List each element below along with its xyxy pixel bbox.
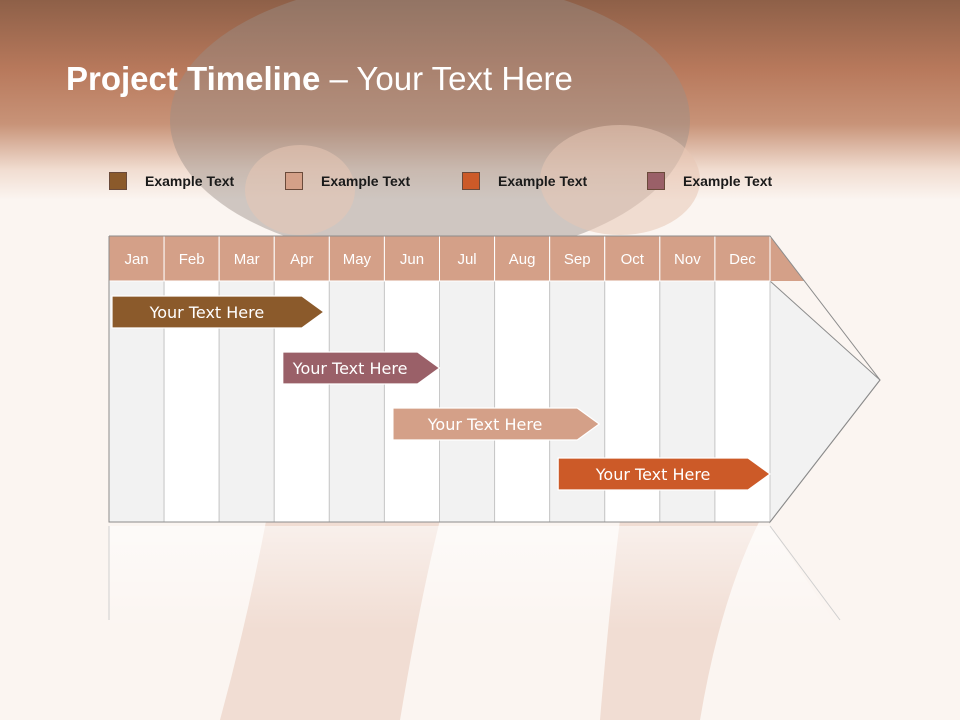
- month-header-cell: [108, 235, 165, 282]
- month-label: Oct: [621, 251, 645, 268]
- title-bold: Project Timeline: [66, 60, 321, 97]
- task-label: Your Text Here: [149, 303, 265, 322]
- month-header-cell: [659, 235, 716, 282]
- month-label: Aug: [509, 251, 536, 268]
- month-column: [439, 280, 496, 523]
- month-column: [494, 280, 551, 523]
- month-label: Dec: [729, 251, 756, 268]
- task-bar: [111, 295, 325, 329]
- month-header-cell: [328, 235, 385, 282]
- month-label: Apr: [290, 251, 313, 268]
- month-column: [328, 280, 385, 523]
- legend-item: Example Text: [647, 170, 772, 192]
- month-column: [383, 280, 440, 523]
- header-band: [0, 0, 960, 200]
- task-bar: [557, 457, 772, 491]
- photo-right-hand: [540, 125, 700, 235]
- reflection-edge: [769, 525, 841, 621]
- legend-item: Example Text: [285, 170, 410, 192]
- month-label: May: [343, 251, 372, 268]
- task-label: Your Text Here: [595, 465, 711, 484]
- legend-swatch: [109, 172, 127, 190]
- month-header-cell: [714, 235, 771, 282]
- page-title: Project Timeline – Your Text Here: [66, 60, 573, 98]
- legend-label: Example Text: [321, 173, 411, 189]
- chart-outline: [108, 235, 881, 523]
- legend-label: Example Text: [498, 173, 588, 189]
- legend-item: Example Text: [109, 170, 234, 192]
- month-label: Jul: [457, 251, 476, 268]
- month-label: Nov: [674, 251, 701, 268]
- task-label: Your Text Here: [427, 415, 543, 434]
- legend-item: Example Text: [462, 170, 587, 192]
- month-label: Jun: [400, 251, 424, 268]
- title-rest: – Your Text Here: [320, 60, 573, 97]
- task-label: Your Text Here: [292, 359, 408, 378]
- task-bar: [282, 351, 441, 385]
- legend-label: Example Text: [683, 173, 773, 189]
- legend-swatch: [285, 172, 303, 190]
- legend-swatch: [462, 172, 480, 190]
- legend-label: Example Text: [145, 173, 235, 189]
- month-header-cell: [494, 235, 551, 282]
- month-label: Feb: [179, 251, 205, 268]
- photo-left-hand: [245, 145, 355, 235]
- legend-swatch: [647, 172, 665, 190]
- month-header-cell: [439, 235, 496, 282]
- chart-reflection: [109, 526, 840, 630]
- month-label: Mar: [234, 251, 260, 268]
- month-header-cell: [549, 235, 606, 282]
- month-label: Jan: [124, 251, 148, 268]
- month-label: Sep: [564, 251, 591, 268]
- task-bar: [392, 407, 601, 441]
- month-header-cell: [218, 235, 275, 282]
- month-header-cell: [273, 235, 330, 282]
